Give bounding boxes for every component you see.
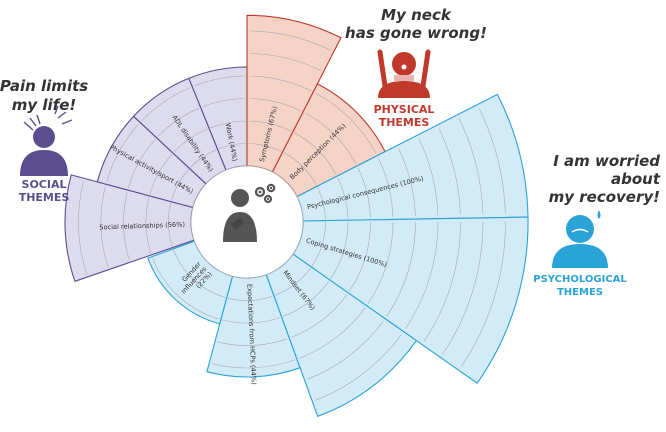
social-quote-line-1: Pain limits (0, 77, 88, 95)
ring-line (174, 128, 208, 153)
ring-line (291, 294, 348, 338)
ring-line (367, 221, 394, 304)
ring-line (152, 258, 220, 320)
ring-line (210, 120, 246, 128)
ring-line (249, 75, 312, 92)
thinking-person-with-gears-icon (190, 165, 304, 279)
ring-line (283, 152, 317, 186)
segment-label: Social relationships (56%) (99, 221, 185, 232)
ring-line (337, 177, 349, 219)
psychological-theme-block: I am worried about my recovery! PSYCHOLO… (533, 152, 661, 298)
ring-line (202, 98, 245, 107)
ring-line (304, 112, 357, 165)
social-quote-line-2: my life! (12, 96, 76, 114)
person-worried-icon (552, 210, 608, 268)
ring-line (145, 197, 152, 254)
ring-line (222, 317, 280, 324)
ring-line (149, 154, 173, 195)
psychological-quote-line-3: my recovery! (549, 188, 660, 206)
social-title-line-2: THEMES (19, 191, 70, 204)
ring-line (190, 149, 217, 168)
psychological-title-line-2: THEMES (557, 287, 603, 298)
ring-line (315, 334, 402, 401)
person-neck-collar-icon (377, 49, 431, 98)
psychological-quote-line-2: about (611, 170, 661, 188)
psychological-title-line-1: PSYCHOLOGICAL (533, 274, 627, 285)
ring-line (211, 359, 295, 369)
ring-line (128, 139, 156, 189)
person-headache-icon (20, 105, 73, 176)
physical-theme-block: My neck has gone wrong! PHYSICAL THEMES (345, 6, 487, 129)
ring-line (299, 307, 366, 359)
ring-line (418, 138, 439, 216)
ring-line (249, 98, 302, 112)
ring-line (315, 92, 377, 154)
physical-title-line-2: THEMES (379, 116, 430, 129)
ring-line (311, 221, 326, 267)
ring-line (141, 87, 191, 121)
segment-symptoms (246, 14, 342, 173)
physical-quote-line-2: has gone wrong! (345, 24, 487, 42)
physical-title-line-1: PHYSICAL (374, 103, 435, 116)
ring-line (123, 192, 130, 261)
segments-layer (64, 14, 529, 417)
ring-line (386, 221, 416, 317)
ring-line (405, 221, 439, 329)
segment-physical-activity-sport (96, 115, 207, 209)
ring-line (398, 147, 416, 217)
ring-line (438, 128, 461, 215)
ring-line (217, 338, 288, 346)
ring-line (100, 186, 109, 268)
social-title-line-1: SOCIAL (22, 178, 67, 191)
social-theme-block: Pain limits my life! SOCIAL THEMES (0, 77, 88, 204)
ring-line (171, 169, 189, 201)
ring-line (194, 75, 245, 86)
ring-line (349, 221, 371, 292)
ring-line (248, 143, 282, 152)
ring-line (274, 267, 311, 296)
ring-line (461, 221, 506, 367)
ring-line (330, 221, 349, 279)
ring-line (294, 132, 337, 175)
ring-line (248, 120, 292, 132)
ring-line (78, 181, 87, 275)
ring-line (283, 281, 329, 317)
ring-line (423, 221, 461, 342)
ring-line (157, 108, 199, 137)
ring-line (227, 295, 273, 301)
ring-line (168, 202, 173, 247)
ring-line (173, 249, 226, 298)
ring-line (357, 167, 371, 218)
ring-line (106, 124, 139, 182)
ring-line (317, 187, 326, 220)
physical-quote-line-1: My neck (381, 6, 452, 24)
psychological-quote-line-1: I am worried (553, 152, 660, 170)
ring-line (479, 108, 506, 214)
ring-line (377, 157, 394, 217)
ring-line (458, 118, 484, 214)
ring-line (218, 143, 246, 149)
ring-line (249, 53, 322, 71)
ring-line (250, 30, 331, 51)
ring-line (307, 320, 384, 380)
